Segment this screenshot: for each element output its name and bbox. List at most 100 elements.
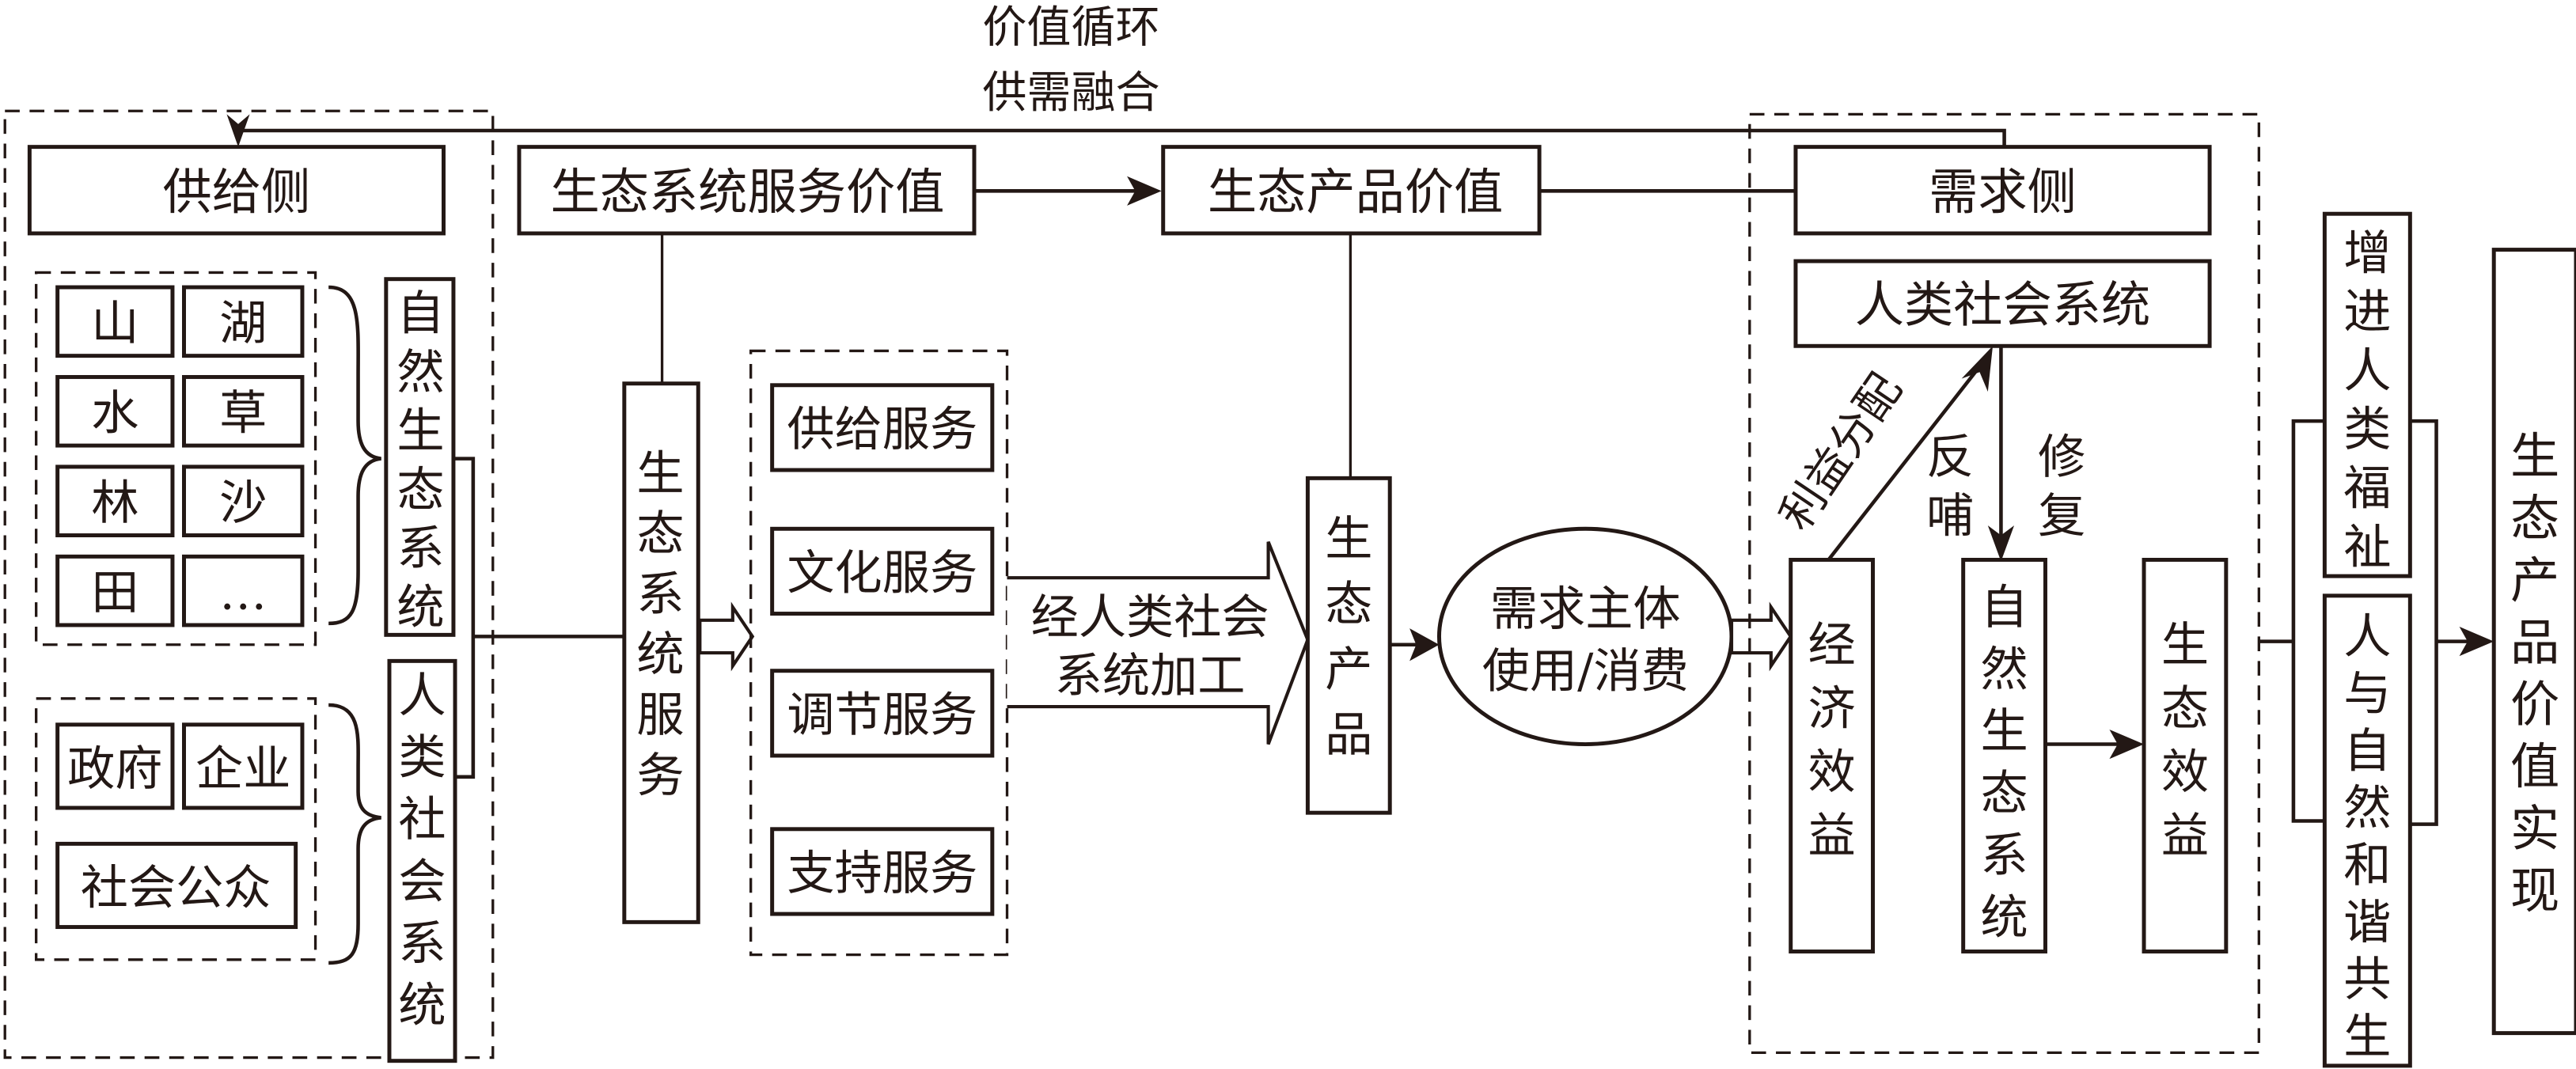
service-type-label: 文化服务 — [787, 546, 977, 601]
vertical-char: 自 — [396, 286, 444, 342]
natural-element-box — [182, 554, 305, 627]
vertical-char: 共 — [2343, 952, 2391, 1007]
demand-side-box — [1793, 145, 2212, 236]
vertical-char: 修 — [2038, 430, 2085, 485]
value-chain-row: 生态系统服务价值 生态产品价值 — [517, 145, 1796, 479]
vertical-char: 系 — [636, 567, 684, 623]
supply-side-title: 供给侧 — [163, 163, 311, 221]
vertical-char: 益 — [1808, 809, 1856, 864]
loop-bottom-label: 供需融合 — [982, 67, 1159, 119]
vertical-char: 态 — [1325, 577, 1372, 632]
eco-product-group: 生态产品 — [1305, 476, 1440, 815]
vertical-char: 品 — [1325, 707, 1372, 763]
service-type-box — [770, 669, 995, 758]
natural-element-label: 水 — [91, 386, 138, 442]
actor-enterprise: 企业 — [195, 741, 290, 797]
vertical-char: 现 — [2510, 862, 2559, 919]
vertical-char: 人 — [398, 668, 446, 723]
welfare-label: 增进人类福祉 — [2343, 226, 2391, 575]
natural-elements-grid: 山湖水草林沙田… — [55, 285, 305, 627]
service-type-box — [770, 526, 995, 616]
vertical-char: 生 — [2510, 427, 2559, 485]
natural-element-label: 田 — [91, 566, 138, 621]
natural-element-label: 林 — [91, 476, 138, 531]
natural-to-ecological-arrowhead — [2109, 729, 2145, 760]
vertical-char: 效 — [2161, 745, 2209, 800]
vertical-char: 效 — [1808, 745, 1856, 800]
supply-side-box — [27, 145, 446, 236]
feedback-restore-arrowhead — [1987, 525, 2015, 562]
vertical-char: 值 — [2510, 737, 2559, 795]
demand-side-group: 需求侧 人类社会系统 利益分配 反哺 修复 经济效益 自然生态系统 生态效益 — [1748, 112, 2261, 1055]
vertical-char: 态 — [396, 463, 444, 518]
natural-element-box — [55, 464, 175, 538]
eco-product-value-label: 生态产品价值 — [1208, 163, 1504, 221]
vertical-char: 人 — [2343, 343, 2391, 399]
vertical-char: 自 — [2343, 724, 2391, 779]
vertical-char: 然 — [396, 345, 444, 400]
actor-public-box — [55, 841, 298, 930]
vertical-char: 统 — [1980, 890, 2028, 946]
benefit-distribution-arrowhead — [1961, 346, 1994, 392]
demand-natural-system-label: 自然生态系统 — [1980, 580, 2028, 946]
service-value-arrowhead — [1127, 176, 1162, 206]
vertical-char: 复 — [2038, 489, 2085, 544]
vertical-char: 服 — [636, 688, 684, 743]
natural-brace — [328, 285, 381, 626]
natural-element-label: 湖 — [219, 296, 267, 351]
vertical-char: 哺 — [1926, 489, 1974, 544]
consumption-hollow-arrow — [1729, 601, 1793, 672]
natural-element-box — [55, 554, 175, 627]
vertical-char: 产 — [2510, 552, 2559, 609]
vertical-char: 系 — [398, 916, 446, 972]
demand-side-dashed-frame — [1748, 112, 2261, 1055]
value-loop: 价值循环 供需融合 — [226, 2, 2006, 147]
natural-element-box — [182, 285, 305, 358]
vertical-char: 态 — [636, 506, 684, 562]
welfare-box — [2322, 211, 2412, 578]
vertical-char: 然 — [1980, 642, 2028, 697]
ecological-benefit-box — [2142, 557, 2229, 953]
vertical-char: 自 — [1980, 580, 2028, 635]
eco-product-label: 生态产品 — [1325, 511, 1372, 762]
natural-system-label: 自然生态系统 — [396, 286, 444, 635]
service-type-label: 支持服务 — [787, 846, 977, 901]
benefit-distribution-label: 利益分配 — [1770, 365, 1912, 540]
ecosystem-service-value-label: 生态系统服务价值 — [550, 163, 944, 221]
outcomes-to-realization-arrowhead — [2459, 627, 2494, 657]
ecological-benefit-label: 生态效益 — [2161, 618, 2209, 864]
supply-side-group: 供给侧 山湖水草林沙田… 自然生态系统 政府 企业 社会公众 人类社会系统 — [3, 109, 624, 1063]
vertical-char: 生 — [2161, 618, 2209, 673]
vertical-char: 经 — [1808, 618, 1856, 673]
vertical-char: 生 — [2343, 1010, 2391, 1065]
services-hollow-arrow — [698, 601, 755, 672]
social-brace — [328, 703, 381, 965]
demand-social-system-label: 人类社会系统 — [1855, 276, 2151, 334]
ecosystem-services-label: 生态系统服务 — [636, 446, 684, 803]
product-to-consumption-arrowhead — [1409, 628, 1440, 661]
vertical-char: 价 — [2510, 676, 2559, 734]
outcomes-right-bracket — [2410, 419, 2438, 826]
eco-product-value-box — [1161, 145, 1542, 236]
vertical-char: 人 — [2343, 609, 2391, 665]
actor-enterprise-box — [182, 722, 305, 810]
realization-label: 生态产品价值实现 — [2510, 427, 2559, 919]
actor-government: 政府 — [67, 741, 162, 797]
natural-element-label: … — [219, 566, 267, 621]
natural-elements-frame — [35, 271, 317, 646]
natural-element-box — [55, 285, 175, 358]
loop-arrowhead — [226, 114, 250, 147]
benefit-distribution-line — [1827, 361, 1985, 561]
vertical-char: 类 — [2343, 402, 2391, 457]
supply-side-dashed-frame — [3, 109, 495, 1060]
vertical-char: 品 — [2510, 613, 2559, 671]
vertical-char: 祉 — [2343, 520, 2391, 575]
vertical-char: 类 — [398, 730, 446, 786]
vertical-char: 会 — [398, 855, 446, 910]
natural-element-box — [55, 374, 175, 448]
processing-label-line2: 系统加工 — [1055, 649, 1246, 704]
harmony-label: 人与自然和谐共生 — [2343, 609, 2391, 1064]
